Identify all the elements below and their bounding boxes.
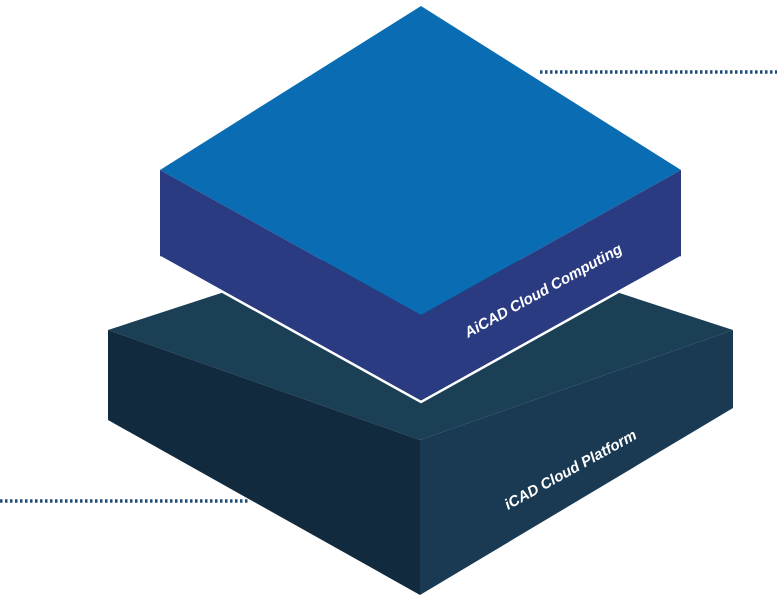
bottom-layer-left-face — [108, 330, 420, 595]
layer-separator-line — [159, 255, 682, 404]
bottom-layer-right-face — [420, 330, 733, 595]
top-layer-top-face — [160, 6, 681, 315]
top-layer — [159, 6, 682, 404]
top-layer-left-face — [160, 170, 421, 400]
top-layer-right-face — [421, 170, 681, 400]
